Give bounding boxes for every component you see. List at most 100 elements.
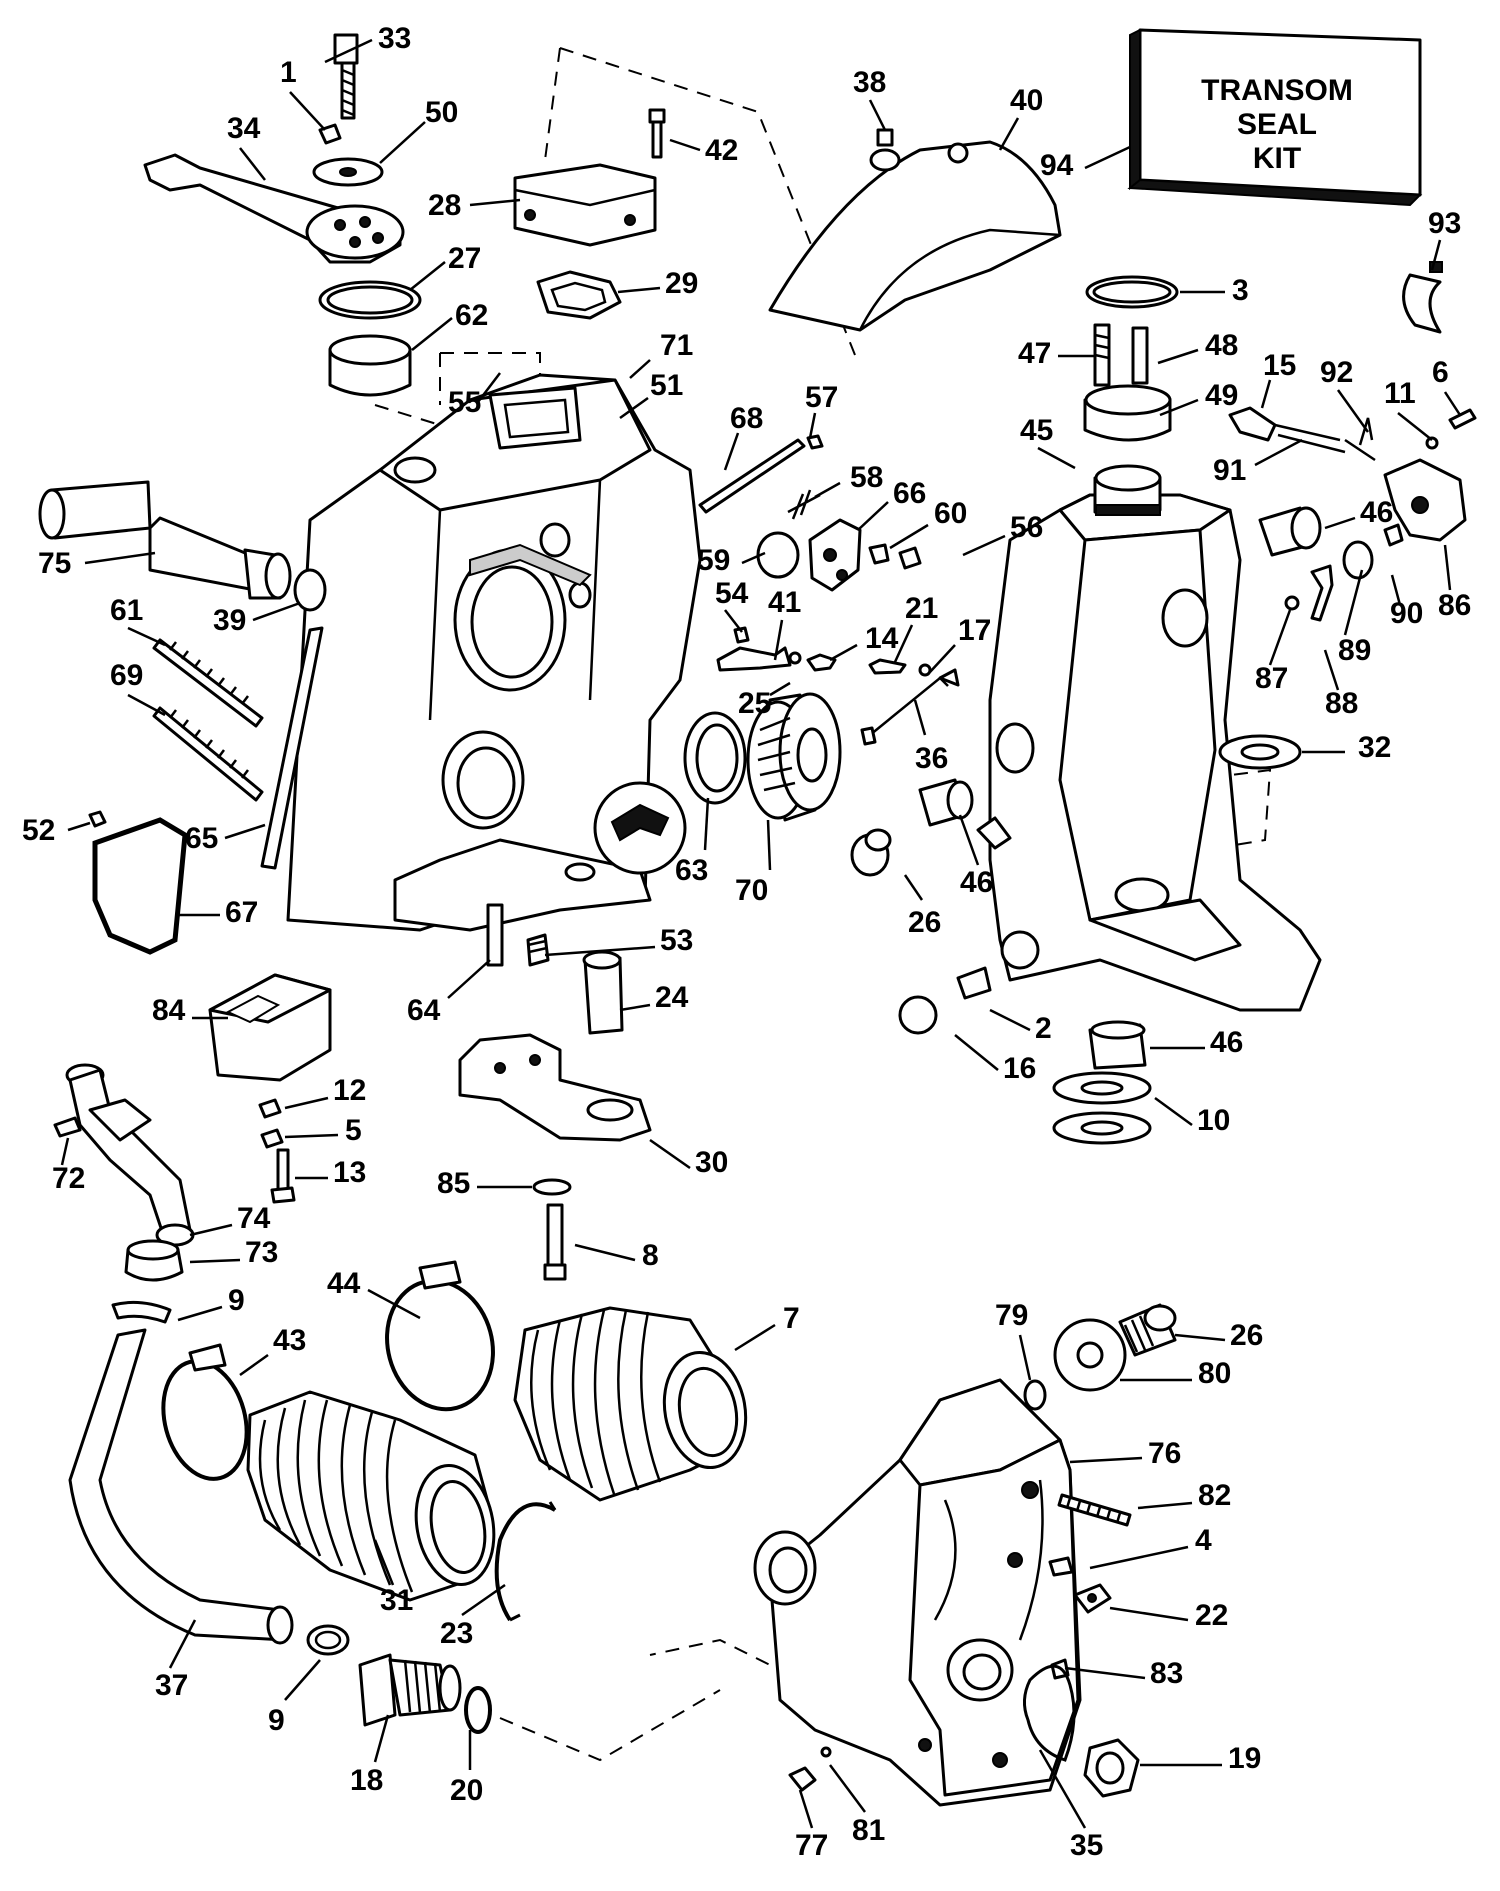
leader-line-c88 (1323, 649, 1340, 691)
leader-line-c59 (741, 551, 766, 565)
hose-65 (260, 626, 324, 870)
leader-line-c46a (1324, 516, 1356, 530)
leader-line-c16 (954, 1034, 999, 1071)
callout-label-c39: 39 (213, 604, 246, 637)
leader-line-c29 (617, 286, 661, 294)
callout-label-c29: 29 (665, 267, 698, 300)
leader-line-c89 (1343, 569, 1364, 636)
leader-line-c93 (1430, 239, 1442, 271)
leader-line-c22 (1109, 1606, 1189, 1622)
steering-arm-group (143, 33, 405, 264)
callout-label-c30: 30 (695, 1146, 728, 1179)
callout-label-c52: 52 (22, 814, 55, 847)
callout-label-c36: 36 (915, 742, 948, 775)
leader-line-c44 (367, 1288, 421, 1320)
callout-label-c10: 10 (1197, 1104, 1230, 1137)
callout-label-c48: 48 (1205, 329, 1238, 362)
leader-line-c12 (284, 1096, 329, 1110)
callout-label-c26b: 26 (1230, 1319, 1263, 1352)
nut-52 (88, 810, 107, 828)
callout-label-c85: 85 (437, 1167, 470, 1200)
leader-line-c43 (239, 1353, 269, 1377)
leader-line-c90 (1390, 574, 1402, 606)
leader-line-c73 (189, 1258, 241, 1264)
leader-line-c87 (1268, 609, 1292, 666)
bellows-7 (513, 1306, 748, 1502)
callout-label-c92: 92 (1320, 356, 1353, 389)
leader-line-c30 (649, 1138, 691, 1170)
callout-label-c53: 53 (660, 924, 693, 957)
callout-label-c76: 76 (1148, 1437, 1181, 1470)
leader-line-c39 (252, 601, 301, 622)
callout-label-c7: 7 (783, 1302, 800, 1335)
callout-label-c73: 73 (245, 1236, 278, 1269)
callout-label-c9b: 9 (268, 1704, 285, 1737)
leader-line-c40 (998, 117, 1020, 151)
leader-line-c86 (1443, 544, 1452, 591)
callout-label-c68: 68 (730, 402, 763, 435)
callout-label-c75: 75 (38, 547, 71, 580)
clamp-9-upper (111, 1300, 172, 1324)
callout-label-c32: 32 (1358, 731, 1391, 764)
callout-label-c60: 60 (934, 497, 967, 530)
callout-label-c51: 51 (650, 369, 683, 402)
callout-label-c33: 33 (378, 22, 411, 55)
callout-label-c54: 54 (715, 577, 749, 610)
callout-label-c5: 5 (345, 1114, 362, 1147)
callout-label-c8: 8 (642, 1239, 659, 1272)
grommet-73 (124, 1239, 184, 1282)
leader-line-c17 (929, 644, 956, 673)
leader-line-c9a (177, 1305, 223, 1322)
leader-line-c58 (814, 481, 841, 499)
callout-label-c61: 61 (110, 594, 143, 627)
callout-label-c1: 1 (280, 56, 297, 89)
callout-label-c9a: 9 (228, 1284, 245, 1317)
leader-line-c62 (411, 317, 453, 351)
lower-right-small-parts (850, 778, 1152, 1145)
retaining-ring-23 (494, 1501, 557, 1622)
callout-label-c80: 80 (1198, 1357, 1231, 1390)
callout-label-c59: 59 (697, 544, 730, 577)
leader-line-c54 (724, 609, 743, 633)
bearing-70 (746, 692, 842, 822)
transom-seal-kit-box: TRANSOM SEAL KIT (1127, 28, 1423, 207)
leader-line-c56 (962, 534, 1006, 557)
callout-label-c90: 90 (1390, 597, 1423, 630)
leader-line-c35 (1038, 1749, 1087, 1829)
leader-line-c34 (239, 147, 266, 181)
leader-line-c63 (703, 797, 710, 851)
gasket-27 (318, 280, 422, 320)
callout-label-c17: 17 (958, 614, 991, 647)
callout-label-c66: 66 (893, 477, 926, 510)
gasket-29 (536, 270, 622, 320)
callout-label-c21: 21 (905, 592, 938, 625)
callout-label-c88: 88 (1325, 687, 1358, 720)
callout-label-c67: 67 (225, 896, 258, 929)
leader-line-c7 (734, 1323, 776, 1352)
leader-line-c72 (60, 1137, 70, 1166)
callout-label-c6: 6 (1432, 356, 1449, 389)
gear-housing-small-parts (788, 1303, 1177, 1798)
callout-label-c55: 55 (448, 386, 481, 419)
callout-label-c38: 38 (853, 66, 886, 99)
callout-label-c89: 89 (1338, 634, 1371, 667)
leader-line-c21 (893, 624, 914, 663)
leader-line-c69 (127, 693, 166, 717)
leader-line-c26b (1174, 1333, 1226, 1342)
clamp-44 (385, 1260, 495, 1412)
callout-label-c40: 40 (1010, 84, 1043, 117)
callout-label-c45: 45 (1020, 414, 1053, 447)
elbow-74 (53, 1063, 195, 1247)
callout-label-c35: 35 (1070, 1829, 1103, 1862)
leader-line-c24 (619, 1003, 651, 1012)
callout-label-c43: 43 (273, 1324, 306, 1357)
leader-line-c71 (629, 359, 651, 379)
callout-label-c94: 94 (1040, 149, 1074, 182)
stud-69 (152, 706, 264, 802)
callout-label-c86: 86 (1438, 589, 1471, 622)
callout-label-c70: 70 (735, 874, 768, 907)
leader-line-c25 (769, 681, 791, 697)
callout-label-c81: 81 (852, 1814, 885, 1847)
bell-housing-40 (768, 128, 1062, 332)
leader-line-c77 (798, 1789, 814, 1829)
